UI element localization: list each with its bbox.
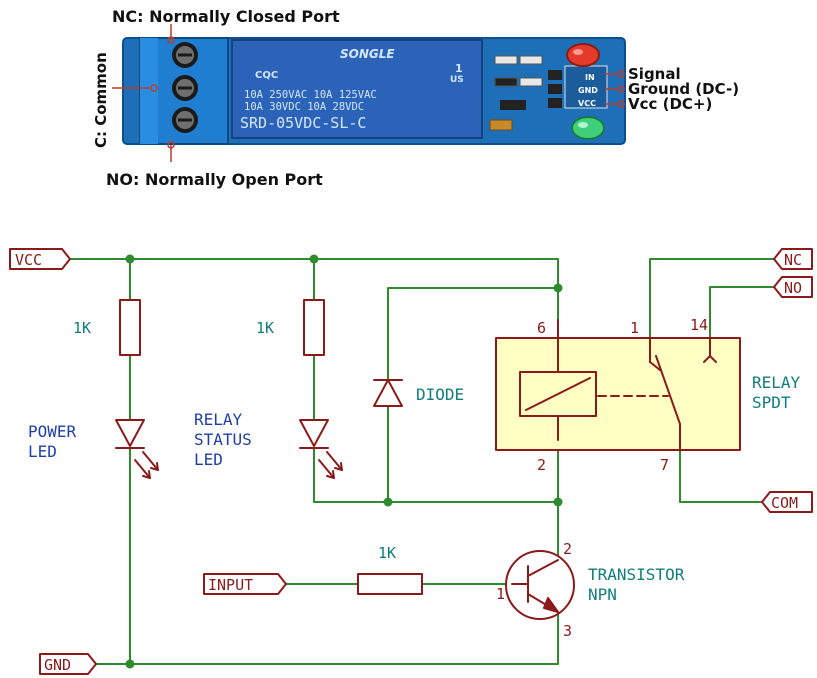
transistor-pin-1: 1 [496, 585, 505, 603]
smd-resistor [519, 77, 543, 87]
relay-rating-1: 10A 250VAC 10A 125VAC [244, 89, 377, 101]
header-pin [548, 70, 562, 80]
resistor-power [119, 299, 141, 356]
terminal-screw-nc [172, 42, 198, 68]
no-port-label: NO: Normally Open Port [106, 170, 323, 189]
transistor-pin-2: 2 [563, 540, 572, 558]
pin-label-vcc: Vcc (DC+) [628, 95, 712, 113]
resistor-base-value: 1K [378, 544, 396, 562]
relay-pin-2: 2 [537, 456, 546, 474]
diode-symbol [373, 379, 403, 407]
smd-transistor [500, 100, 526, 110]
port-no: NO [773, 276, 813, 298]
relay-label-2: SPDT [752, 393, 791, 412]
smd-diode [489, 119, 513, 131]
status-led-symbol [299, 419, 343, 479]
transistor-label-1: TRANSISTOR [588, 565, 685, 584]
transistor-symbol [505, 550, 575, 620]
relay-symbol-box [495, 337, 741, 451]
relay-label-1: RELAY [752, 373, 801, 392]
relay-module-photo: NC: Normally Closed Port NO: Normally Op… [92, 7, 739, 189]
relay-us: US [450, 75, 464, 85]
port-no-label: NO [784, 279, 802, 297]
transistor-label-2: NPN [588, 585, 617, 604]
relay-brand: SONGLE [340, 47, 395, 61]
port-nc: NC [773, 248, 813, 270]
header-pin [548, 98, 562, 108]
power-led-label-2: LED [28, 442, 57, 461]
common-port-label: C: Common [92, 52, 110, 148]
transistor-pin-3: 3 [563, 622, 572, 640]
resistor-status-value: 1K [256, 319, 274, 337]
port-com-label: COM [771, 494, 798, 512]
port-vcc: VCC [9, 248, 71, 270]
port-input-label: INPUT [208, 576, 253, 594]
junction-dots [125, 254, 563, 669]
port-vcc-label: VCC [15, 251, 42, 269]
port-nc-label: NC [784, 251, 802, 269]
header-pin [548, 84, 562, 94]
relay-pin-1: 1 [630, 319, 639, 337]
pin-label-ground: Ground (DC-) [628, 80, 739, 98]
relay-body [231, 39, 483, 139]
port-com: COM [761, 491, 813, 513]
relay-model: SRD-05VDC-SL-C [240, 114, 366, 132]
nc-port-label: NC: Normally Closed Port [112, 7, 340, 26]
relay-switch [649, 337, 717, 451]
silk-gnd: GND [578, 86, 598, 95]
port-input: INPUT [203, 573, 287, 595]
terminal-screw-no [172, 107, 198, 133]
smd-resistor [519, 55, 543, 65]
relay-rating-2: 10A 30VDC 10A 28VDC [244, 101, 364, 113]
status-led-label-3: LED [194, 450, 223, 469]
relay-digit: 1 [455, 62, 463, 75]
port-gnd: GND [39, 653, 97, 675]
resistor-power-value: 1K [73, 319, 91, 337]
relay-cert: CQC [255, 70, 278, 81]
diode-label: DIODE [416, 385, 464, 404]
resistor-base [357, 573, 423, 595]
green-led [571, 116, 605, 140]
terminal-screw-common [172, 75, 198, 101]
relay-pin-6: 6 [537, 319, 546, 337]
smd-resistor [494, 55, 518, 65]
relay-coil [519, 371, 597, 417]
silk-in: IN [585, 73, 595, 82]
port-gnd-label: GND [44, 656, 71, 674]
red-led [566, 43, 600, 67]
relay-pin-7: 7 [660, 456, 669, 474]
silk-vcc: VCC [578, 99, 596, 108]
status-led-label-2: STATUS [194, 430, 252, 449]
resistor-status [303, 299, 325, 356]
relay-schematic: VCC NC NO COM INPUT GND 1K 1K 1K [9, 248, 813, 675]
relay-pin-14: 14 [690, 316, 708, 334]
smd-part [494, 77, 518, 87]
pin-label-signal: Signal [628, 65, 681, 83]
power-led-symbol [115, 419, 159, 479]
wires [69, 258, 775, 665]
power-led-label-1: POWER [28, 422, 77, 441]
status-led-label-1: RELAY [194, 410, 243, 429]
